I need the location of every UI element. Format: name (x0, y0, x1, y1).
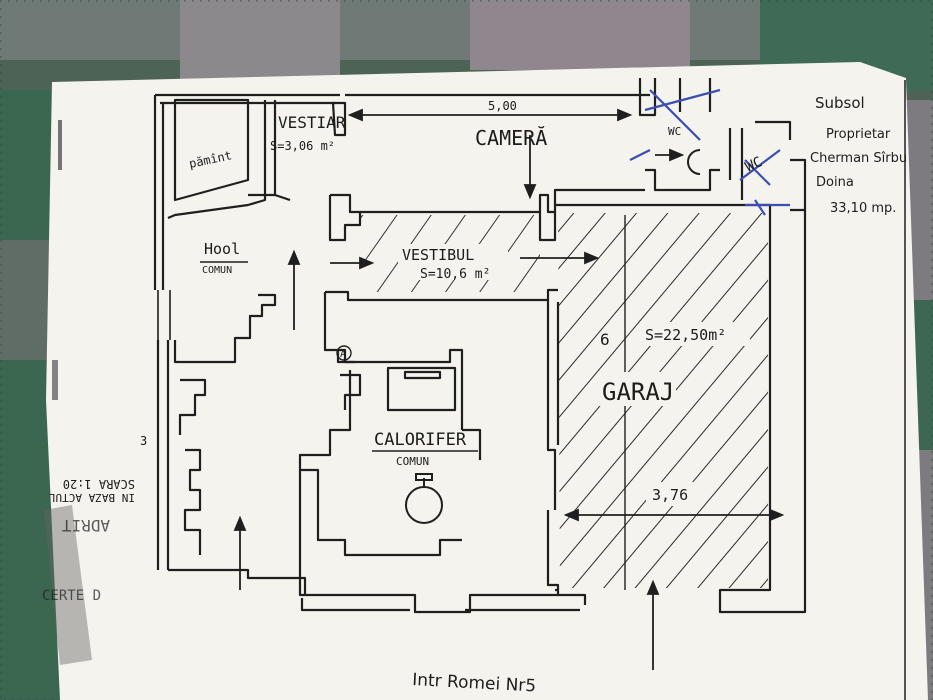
info-area: 33,10 mp. (830, 201, 896, 216)
vestibul-label: VESTIBUL (402, 246, 474, 264)
bleed-line-2: IN BAZA ACTUL (49, 491, 135, 504)
wc2-label: WC (743, 154, 765, 176)
bleed-through-text: SCARA 1:20 IN BAZA ACTUL (49, 477, 135, 504)
bleed-line-3: ADRIT (61, 516, 110, 535)
vestibul-area: S=10,6 m² (420, 267, 490, 282)
building-walls (153, 78, 906, 700)
bleed-through-text-lower: ADRIT CERTE D (42, 516, 110, 604)
garaj-area-mask (642, 322, 750, 346)
blue-ink-marks (629, 88, 790, 216)
info-owner-label: Proprietar (826, 127, 891, 142)
bleed-line-1: SCARA 1:20 (63, 477, 135, 491)
hool-sub-label: COMUN (202, 265, 232, 276)
info-owner-name: Cherman Sîrbu (810, 151, 907, 166)
wc-label: WC (668, 125, 681, 138)
calorifer-label: CALORIFER (374, 430, 467, 450)
calorifer-sub-label: COMUN (396, 455, 429, 468)
door-swing-icon (687, 149, 701, 175)
vestiar-area: S=3,06 m² (270, 139, 335, 153)
marker-a: A (340, 349, 346, 360)
camera-label: CAMERĂ (475, 126, 547, 150)
garaj-label-mask (598, 372, 676, 406)
vestibul-label-mask (398, 244, 508, 280)
garaj-area: S=22,50m² (645, 326, 726, 344)
marker-circle (336, 345, 352, 361)
camera-dimension: 5,00 (488, 99, 517, 113)
garaj-dim-mask (646, 482, 696, 506)
garaj-dimension: 3,76 (652, 486, 688, 504)
info-title: Subsol (815, 94, 865, 112)
bleed-line-4: CERTE D (42, 588, 101, 604)
boiler-icon (405, 473, 443, 524)
vestiar-label: VESTIAR (278, 113, 346, 132)
garaj-label: GARAJ (602, 378, 674, 406)
marker-6: 6 (600, 330, 610, 349)
info-block: Subsol Proprietar Cherman Sîrbu Doina 33… (810, 94, 907, 216)
dimension-arrows (233, 108, 785, 670)
info-owner-first: Doina (816, 175, 854, 190)
hool-label: Hool (204, 240, 240, 258)
side-mark: 3 (140, 434, 147, 448)
paper-sheet (46, 62, 928, 700)
scan-smudge (44, 120, 92, 665)
